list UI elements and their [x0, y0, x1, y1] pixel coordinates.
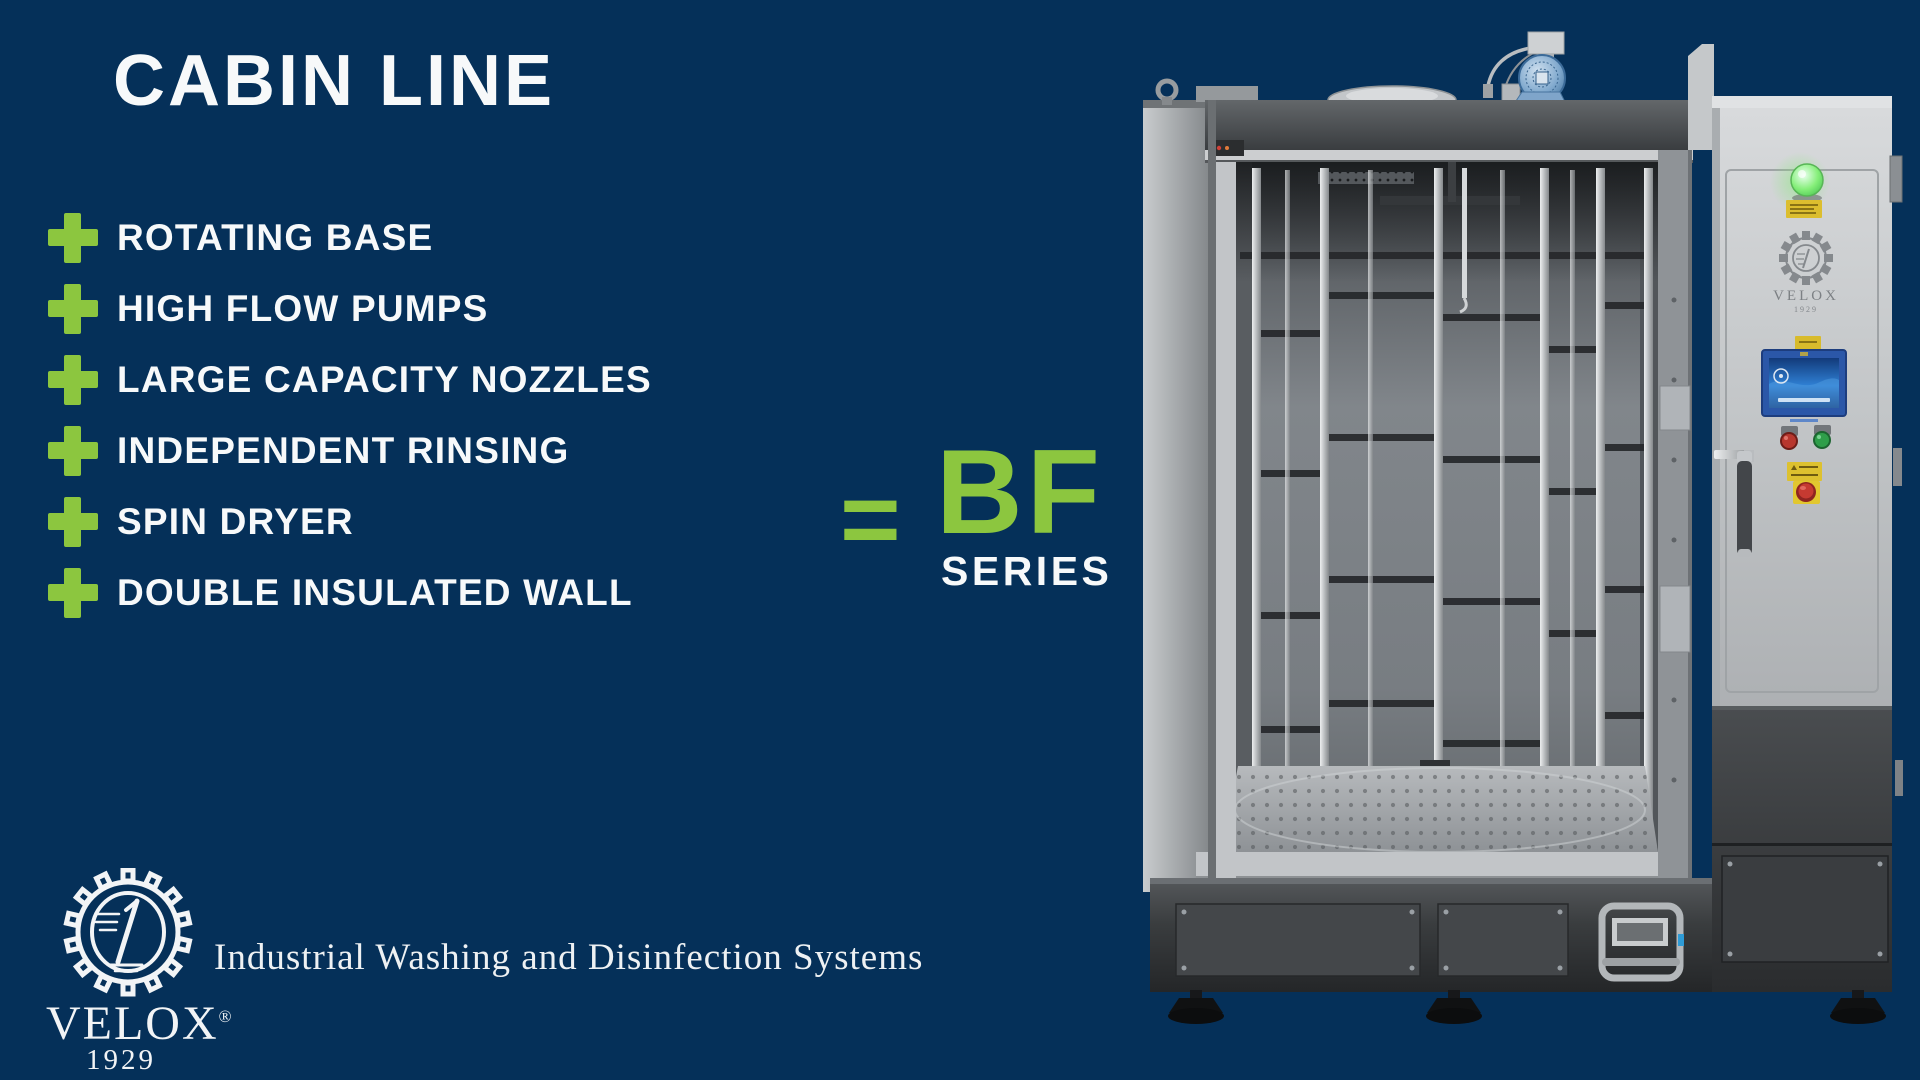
feature-label: INDEPENDENT RINSING [117, 430, 570, 471]
plus-icon [48, 213, 98, 263]
wash-chamber [1236, 162, 1660, 862]
leveling-foot [1830, 990, 1886, 1024]
plus-icon [48, 426, 98, 476]
door-hinge [1659, 385, 1691, 431]
page-title: CABIN LINE [113, 41, 555, 121]
plus-icon [48, 497, 98, 547]
door-corner-post [1688, 44, 1714, 150]
leveling-foot [1168, 990, 1224, 1024]
leveling-foot [1426, 990, 1482, 1024]
cabinet-header [1205, 100, 1693, 163]
feature-label: ROTATING BASE [117, 217, 434, 258]
feature-label: HIGH FLOW PUMPS [117, 288, 489, 329]
door-edge-hinges [1889, 155, 1903, 796]
access-panel [1175, 903, 1421, 977]
fold-out-step [1598, 902, 1684, 982]
gear-icon [63, 868, 193, 997]
brand-tagline: Industrial Washing and Disinfection Syst… [214, 937, 924, 978]
feature-item: ROTATING BASE [48, 213, 652, 263]
chamber-left-trim [1208, 100, 1236, 892]
rack-back-posts [1285, 170, 1575, 855]
rack-center-rod [1459, 168, 1468, 314]
brand-year: 1929 [86, 1044, 156, 1076]
cabinet-left-wall [1143, 86, 1258, 892]
signal-lamp [1770, 152, 1830, 212]
bezel-crest-icon [1800, 352, 1808, 356]
warning-label [1786, 200, 1822, 218]
logo-speed-mark [94, 898, 144, 973]
rack-posts [1252, 168, 1653, 855]
stop-button [1780, 426, 1798, 450]
plus-icon [48, 284, 98, 334]
access-panel [1721, 855, 1889, 963]
etched-brand-logo: VELOX 1929 [1773, 231, 1839, 314]
lower-cabinet-right [1712, 706, 1892, 992]
gear-ring [75, 879, 181, 985]
touchscreen [1761, 349, 1847, 422]
jamb-bolts [1671, 297, 1677, 783]
plinth [1150, 878, 1712, 992]
start-button [1813, 425, 1831, 449]
feature-item: SPIN DRYER [48, 497, 652, 547]
access-panel [1437, 903, 1569, 977]
equals-sign: = [840, 462, 901, 578]
brand-name: VELOX® [46, 997, 232, 1050]
panel-screws [1181, 909, 1563, 971]
feature-label: LARGE CAPACITY NOZZLES [117, 359, 652, 400]
plus-icon [48, 568, 98, 618]
plus-icon [48, 355, 98, 405]
registered-mark: ® [218, 1007, 232, 1026]
status-led-indicator [1210, 140, 1244, 156]
screen-logo-icon [1773, 368, 1789, 384]
feature-item: INDEPENDENT RINSING [48, 426, 652, 476]
etched-year-text: 1929 [1794, 305, 1818, 314]
perforated-base [1196, 766, 1666, 890]
door-handle [1714, 450, 1754, 557]
door-hinge [1659, 585, 1691, 653]
door-jamb [1658, 150, 1692, 906]
feature-item: LARGE CAPACITY NOZZLES [48, 355, 652, 405]
series-code: BF [936, 425, 1104, 559]
feature-label: SPIN DRYER [117, 501, 354, 542]
panel-screws [1727, 861, 1883, 957]
feature-item: HIGH FLOW PUMPS [48, 284, 652, 334]
small-label [1795, 336, 1821, 350]
feature-item: DOUBLE INSULATED WALL [48, 568, 652, 618]
emergency-stop-button [1793, 481, 1820, 504]
series-label: SERIES [941, 548, 1113, 594]
feature-label: DOUBLE INSULATED WALL [117, 572, 633, 613]
washing-cabin-photo: VELOX 1929 [1143, 31, 1903, 1024]
feature-list: ROTATING BASE HIGH FLOW PUMPS LARGE CAPA… [48, 213, 652, 618]
exhaust-motor [1483, 31, 1568, 106]
warning-label [1787, 462, 1822, 481]
etched-brand-text: VELOX [1773, 288, 1839, 304]
lifting-eyebolt-icon [1155, 78, 1179, 105]
